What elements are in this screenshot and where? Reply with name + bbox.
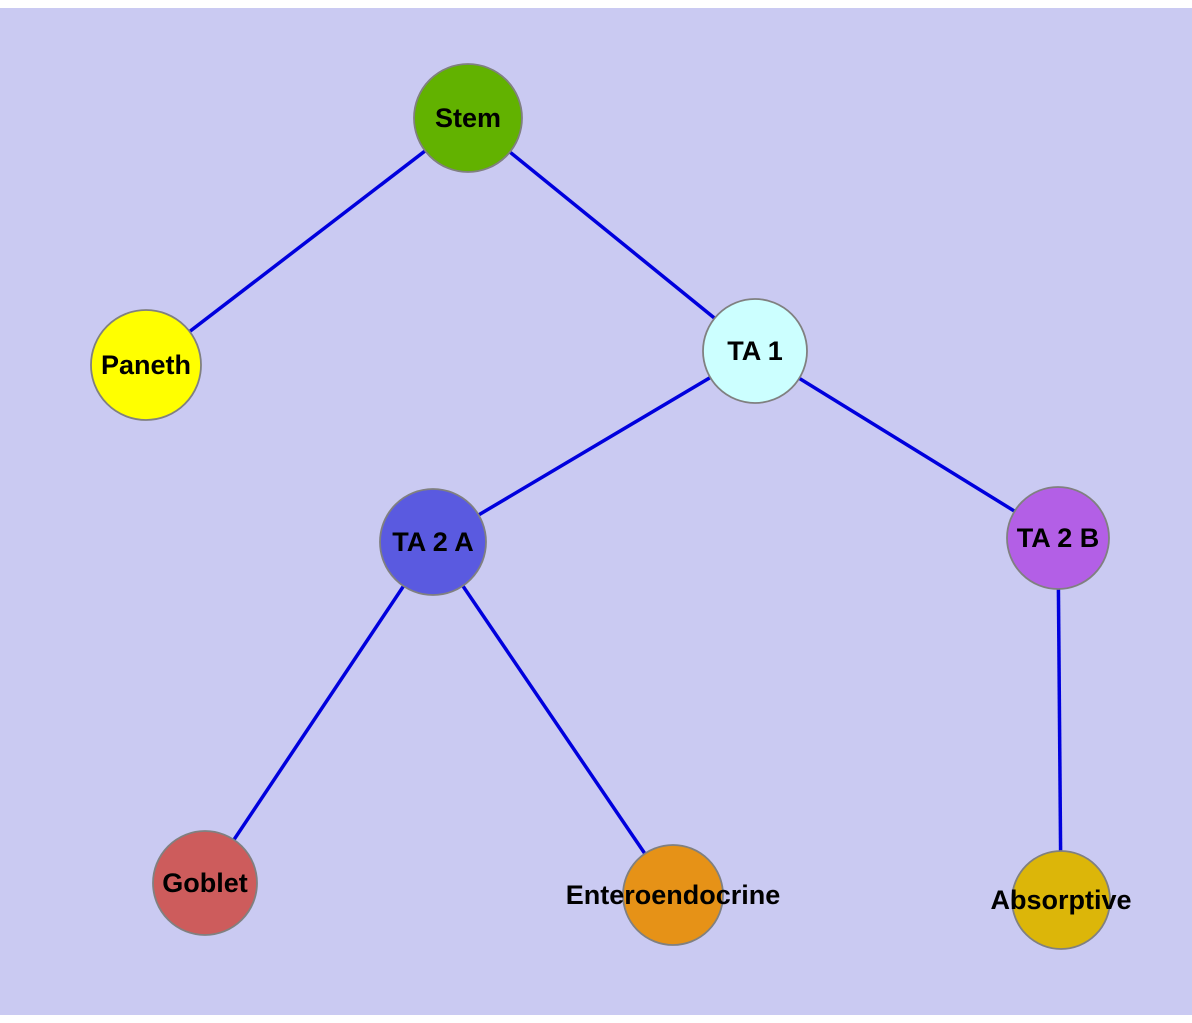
- node-circle-ta1: [702, 298, 808, 404]
- node-stem: Stem: [413, 63, 523, 173]
- node-circle-ta2b: [1006, 486, 1110, 590]
- node-ta2b: TA 2 B: [1006, 486, 1110, 590]
- node-circle-goblet: [152, 830, 258, 936]
- node-goblet: Goblet: [152, 830, 258, 936]
- node-circle-enteroendocrine: [622, 844, 724, 946]
- edge-ta2b-absorptive: [1056, 537, 1063, 901]
- edge-ta2a-enteroendocrine: [431, 541, 675, 896]
- edge-ta1-ta2b: [754, 349, 1059, 540]
- node-circle-stem: [413, 63, 523, 173]
- node-circle-absorptive: [1011, 850, 1111, 950]
- node-circle-paneth: [90, 309, 202, 421]
- edge-stem-paneth: [144, 116, 470, 367]
- node-ta1: TA 1: [702, 298, 808, 404]
- node-circle-ta2a: [379, 488, 487, 596]
- edge-ta1-ta2a: [432, 349, 756, 544]
- edge-stem-ta1: [466, 116, 757, 353]
- node-ta2a: TA 2 A: [379, 488, 487, 596]
- edge-ta2a-goblet: [203, 541, 435, 884]
- node-paneth: Paneth: [90, 309, 202, 421]
